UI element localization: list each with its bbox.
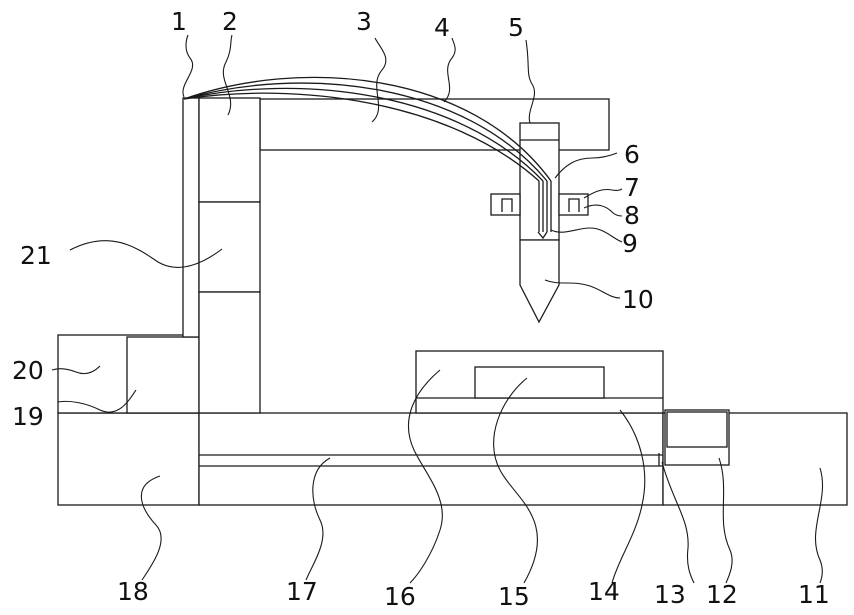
label-19: 19 [12,402,44,431]
leader-4 [444,38,455,102]
label-15: 15 [498,582,530,611]
tool-bit [520,240,559,322]
clamp-right [559,194,588,215]
label-6: 6 [624,140,640,169]
label-17: 17 [286,577,318,606]
motor-inner [667,412,727,447]
label-2: 2 [222,7,238,36]
inner-block [127,337,199,413]
label-14: 14 [588,577,620,606]
workpiece [475,367,604,398]
label-5: 5 [508,13,524,42]
rail-body [199,413,663,505]
label-10: 10 [622,285,654,314]
label-12: 12 [706,580,738,609]
label-20: 20 [12,356,44,385]
leader-1 [183,35,193,97]
column-upper [199,98,260,202]
leader-7 [584,189,622,198]
leader-8 [584,205,622,216]
leader-9 [551,228,622,242]
column-lower [199,292,260,413]
thin-rod [183,98,199,337]
label-4: 4 [434,13,450,42]
label-8: 8 [624,201,640,230]
label-9: 9 [622,229,638,258]
label-13: 13 [654,580,686,609]
label-11: 11 [798,580,830,609]
left-base-block [58,413,199,505]
label-18: 18 [117,577,149,606]
leader-6 [555,153,617,178]
label-1: 1 [171,7,187,36]
label-7: 7 [624,173,640,202]
clamp-left [491,194,520,215]
label-21: 21 [20,241,52,270]
label-16: 16 [384,582,416,611]
column-middle [199,202,260,292]
label-3: 3 [356,7,372,36]
